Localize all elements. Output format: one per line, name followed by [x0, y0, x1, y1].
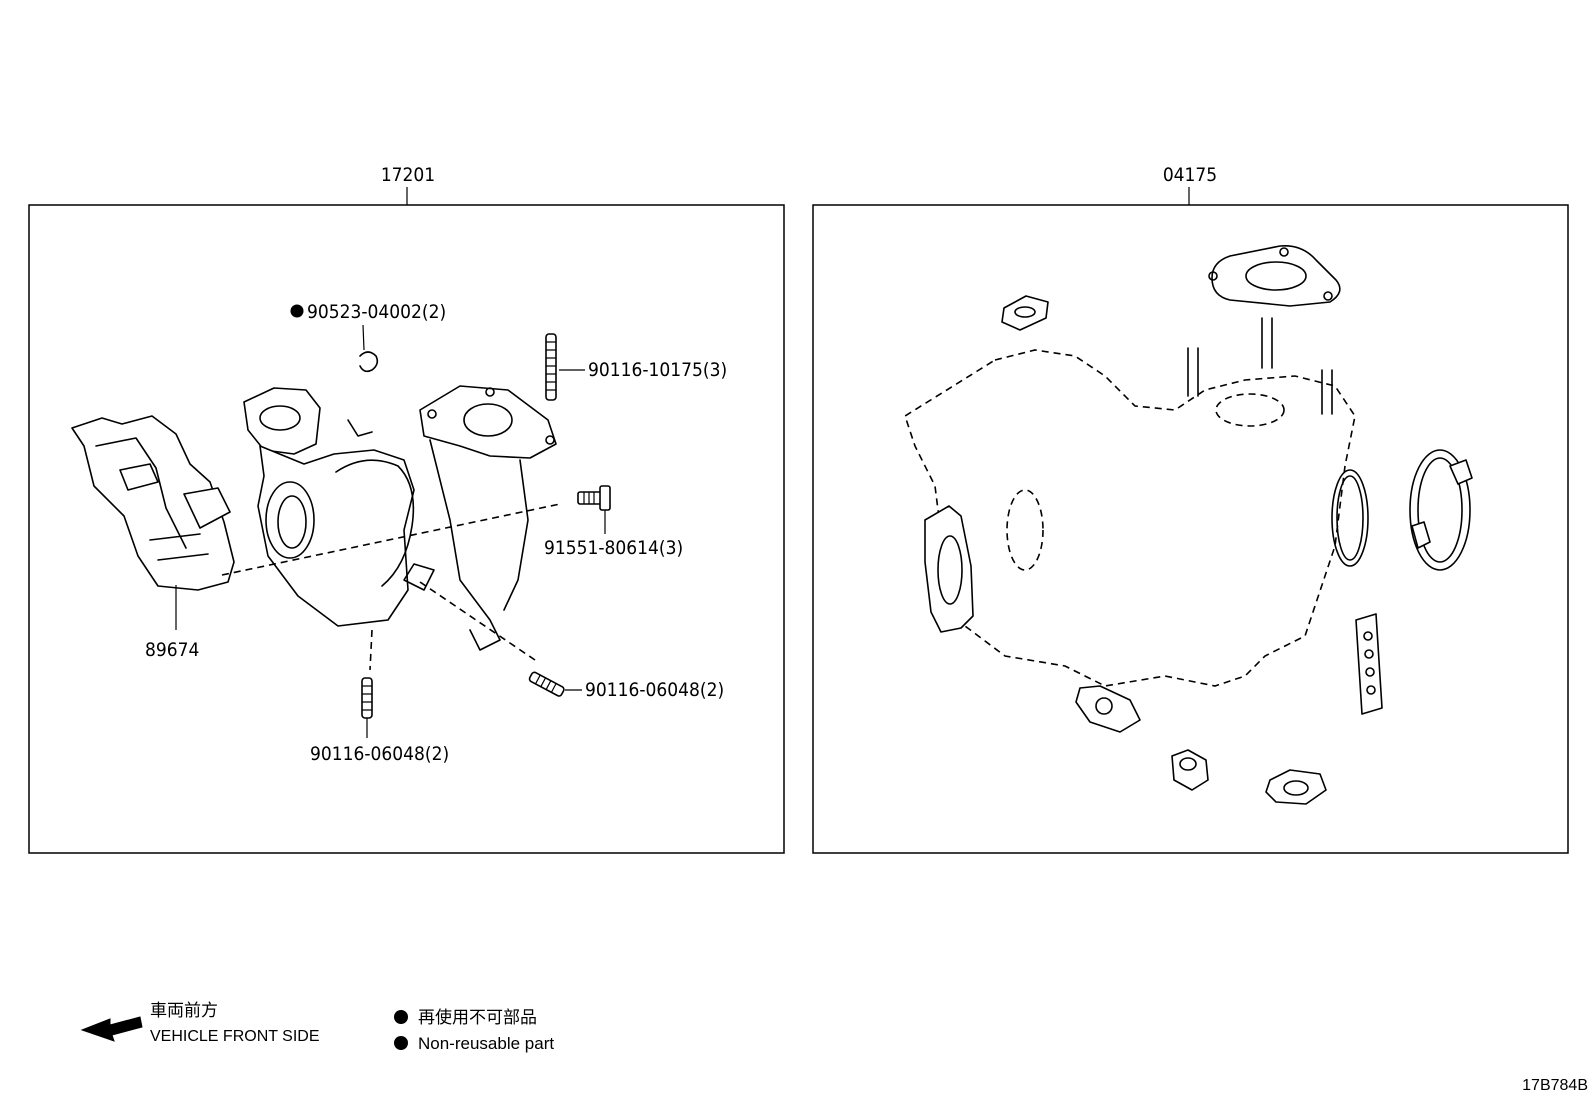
legend-front-jp: 車両前方: [150, 1001, 218, 1020]
assembly-number-left[interactable]: 17201: [381, 164, 435, 186]
front-arrow-icon: [80, 1016, 143, 1042]
v-band-clamp-part[interactable]: [1409, 449, 1473, 571]
callout-90523-04002[interactable]: 90523-04002(2): [307, 301, 446, 323]
engine-port-outline: [1006, 489, 1044, 571]
legend-dot-icon: [394, 1036, 408, 1050]
stud-lines: [1187, 317, 1333, 415]
o-ring-inner: [1336, 475, 1364, 561]
actuator-part[interactable]: [71, 415, 235, 591]
leader-line: [362, 324, 365, 351]
stud-vertical-part[interactable]: [361, 677, 373, 719]
frame-right: [812, 204, 1569, 854]
small-gasket-part[interactable]: [1001, 295, 1049, 331]
legend-dot-icon: [394, 1010, 408, 1024]
figure-id: 17B784B: [1522, 1077, 1588, 1094]
engine-port-outline: [1215, 393, 1285, 427]
oil-gasket-part[interactable]: [1075, 685, 1141, 733]
callout-90116-06048-right[interactable]: 90116-06048(2): [585, 679, 724, 701]
stud-angled-part[interactable]: [528, 671, 565, 697]
flange-gasket-part[interactable]: [1208, 244, 1341, 307]
callout-90116-06048-bottom[interactable]: 90116-06048(2): [310, 743, 449, 765]
assembly-line: [369, 629, 373, 671]
assembly-line: [221, 503, 561, 576]
assembly-line: [419, 581, 536, 661]
connector-part[interactable]: [1171, 749, 1209, 791]
side-gasket-part[interactable]: [924, 505, 974, 633]
assembly-number-right[interactable]: 04175: [1163, 164, 1217, 186]
callout-89674[interactable]: 89674: [145, 639, 199, 661]
flange-bolt-part[interactable]: [577, 485, 611, 511]
legend-nonreuse-jp: 再使用不可部品: [418, 1007, 537, 1027]
engine-outline: [904, 349, 1356, 687]
frame-left: [28, 204, 785, 854]
clip-part[interactable]: [359, 351, 379, 373]
turbocharger-assembly[interactable]: [243, 385, 557, 651]
legend-front-en: VEHICLE FRONT SIDE: [150, 1028, 320, 1045]
callout-90116-10175[interactable]: 90116-10175(3): [588, 359, 727, 381]
nonreusable-marker: [290, 304, 304, 318]
o-ring-part[interactable]: [1331, 469, 1369, 567]
small-flange-gasket-part[interactable]: [1265, 769, 1327, 805]
legend-nonreuse-en: Non-reusable part: [418, 1034, 554, 1053]
multi-hole-gasket-part[interactable]: [1355, 613, 1383, 715]
stud-bolt-part[interactable]: [545, 333, 557, 401]
callout-91551-80614[interactable]: 91551-80614(3): [544, 537, 683, 559]
